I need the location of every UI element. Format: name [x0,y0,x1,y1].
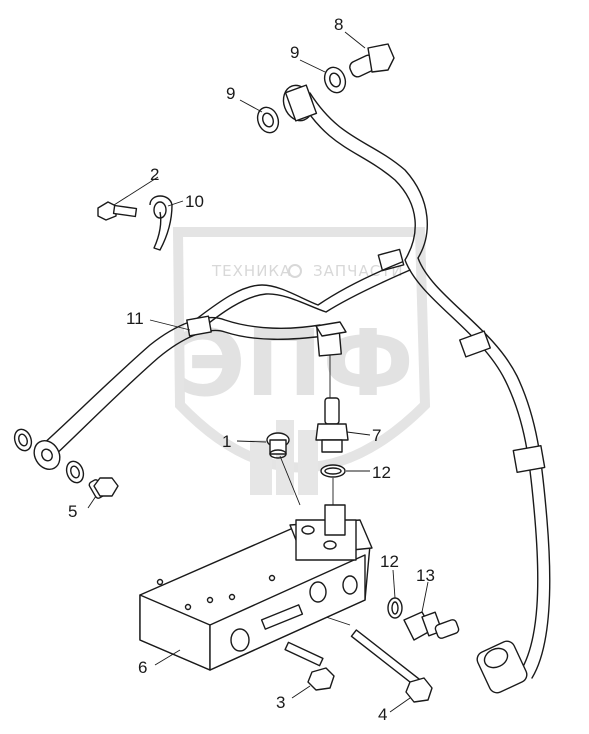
o-ring-12-lower [387,597,403,619]
pipe-end-fitting [476,640,528,694]
callout-10: 10 [185,192,204,211]
pipe-clamp [377,248,405,272]
callout-5: 5 [68,502,77,521]
bolt-2 [97,201,138,221]
gear-icon [288,264,302,278]
pipe-clamp [459,330,491,358]
callout-7: 7 [372,426,381,445]
callout-1: 1 [222,432,231,451]
sensor-7 [315,397,349,453]
callout-13: 13 [416,566,435,585]
watermark-logo-text: ЭПФ [178,310,414,417]
watermark-text-left: ТЕХНИКА [211,262,291,280]
bolt-5 [88,477,119,499]
bolt-3 [284,641,335,691]
o-ring-12-upper [320,464,346,478]
washer-left-1 [13,428,33,452]
clamp-10 [149,195,173,251]
callout-8: 8 [334,15,343,34]
callout-12-upper: 12 [372,463,391,482]
leader-lines [87,31,429,713]
banjo-bolt-8 [349,43,395,78]
pipe-clamp [512,445,546,473]
washer-left-2 [65,460,85,484]
pipe-upper [194,261,411,331]
callout-6: 6 [138,658,147,677]
pipe-right [299,92,551,694]
callout-4: 4 [378,705,387,724]
callout-9-right: 9 [290,43,299,62]
pipe-clamp [186,315,212,337]
watermark: ТЕХНИКА ЗАПЧАСТИ ЭПФ [172,227,431,495]
callout-11: 11 [126,309,144,328]
callouts: 8 9 9 2 10 11 1 7 12 5 12 13 6 3 4 [68,15,435,724]
watermark-building-icon [250,420,318,495]
callout-2: 2 [150,165,159,184]
housing-6 [139,504,373,671]
plug-1 [266,432,290,459]
washer-9-right [323,66,347,94]
washer-9-left [256,106,280,134]
watermark-text-right: ЗАПЧАСТИ [313,262,404,280]
callout-12-lower: 12 [380,552,399,571]
callout-3: 3 [276,693,285,712]
sensor-13 [403,611,460,641]
callout-9-left: 9 [226,84,235,103]
bolt-4 [350,629,433,703]
top-banjo [282,84,318,122]
